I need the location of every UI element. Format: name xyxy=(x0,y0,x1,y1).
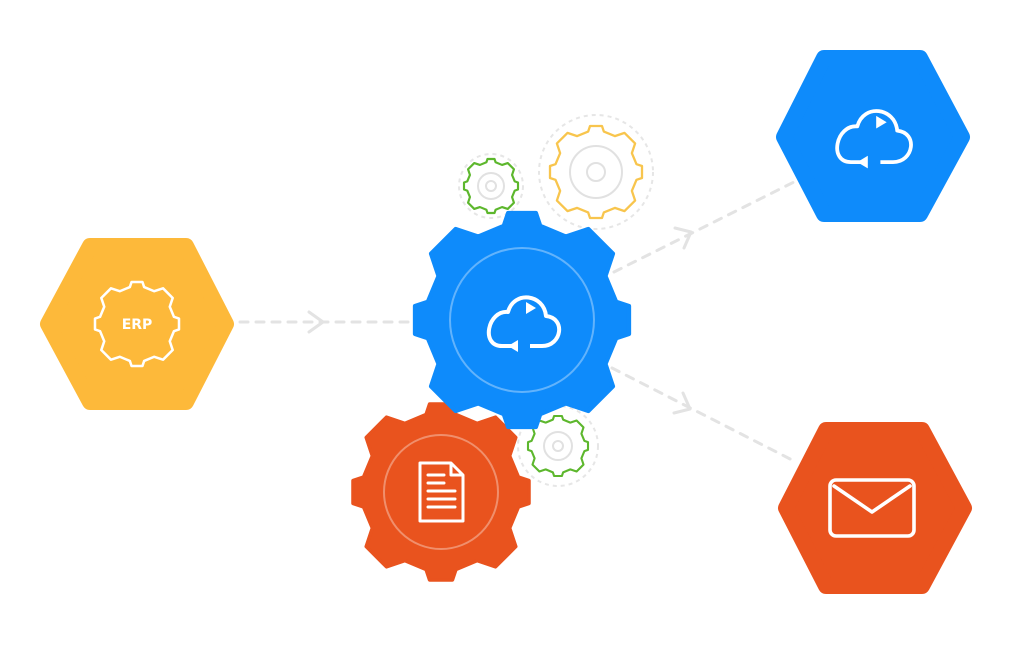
arrow-right-icon xyxy=(672,391,692,415)
erp-hexagon xyxy=(40,238,234,410)
erp-label: ERP xyxy=(122,317,153,333)
main-cloud-gear xyxy=(415,213,629,427)
small-gear-top-right xyxy=(539,115,653,229)
cloud-service-node xyxy=(776,50,970,222)
cloud-sync-icon xyxy=(486,295,562,352)
cloud-sync-icon xyxy=(835,109,913,169)
envelope-icon xyxy=(828,478,916,538)
small-gear-top-left xyxy=(459,154,523,218)
document-gear xyxy=(353,404,529,580)
connector-hub-to-email xyxy=(610,366,798,464)
arrow-right-icon xyxy=(307,310,325,334)
arrow-right-icon xyxy=(673,226,693,250)
erp-node: ERP xyxy=(40,238,234,410)
connector-hub-to-cloud xyxy=(612,179,798,274)
cloud-hexagon xyxy=(776,50,970,222)
connector-erp-to-hub xyxy=(238,310,414,334)
document-icon xyxy=(418,461,465,523)
email-node xyxy=(778,422,972,594)
small-gear-bottom xyxy=(518,406,598,486)
